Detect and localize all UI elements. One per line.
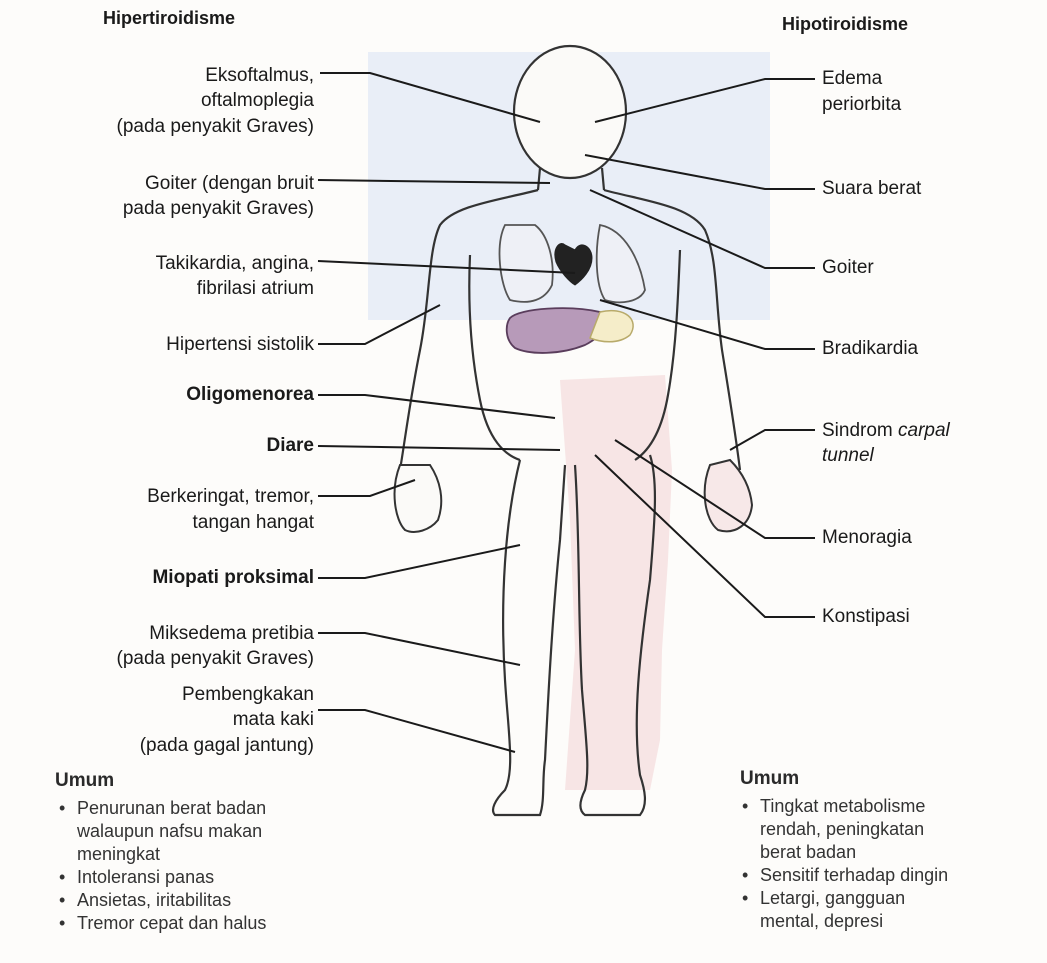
right-hand xyxy=(705,460,752,531)
line-eksoftalmus xyxy=(320,73,540,122)
umum-right-item: mental, depresi xyxy=(738,910,948,933)
umum-right-item: rendah, peningkatan xyxy=(738,818,948,841)
label-bradikardia: Bradikardia xyxy=(822,337,918,361)
label-carpal: carpal xyxy=(898,420,950,441)
umum-left-title: Umum xyxy=(55,770,114,792)
label-graves-1: (pada penyakit Graves) xyxy=(117,115,315,139)
umum-right-item: Letargi, gangguan xyxy=(738,887,948,910)
line-carpal xyxy=(730,430,815,450)
left-lung xyxy=(500,225,553,302)
umum-left-item: meningkat xyxy=(55,843,266,866)
line-edema xyxy=(595,79,815,122)
left-hand xyxy=(395,465,442,532)
label-pembengkakan: Pembengkakan xyxy=(182,683,314,707)
label-graves-2: pada penyakit Graves) xyxy=(123,197,314,221)
label-eksoftalmus: Eksoftalmus, xyxy=(205,64,314,88)
umum-left-item: Intoleransi panas xyxy=(55,866,266,889)
label-periorbita: periorbita xyxy=(822,93,901,117)
label-sindrom: Sindrom carpal xyxy=(822,419,950,443)
label-diare: Diare xyxy=(266,434,314,458)
umum-left-item: walaupun nafsu makan xyxy=(55,820,266,843)
left-leg xyxy=(493,460,565,815)
label-goiter-bruit: Goiter (dengan bruit xyxy=(145,172,314,196)
label-berkeringat: Berkeringat, tremor, xyxy=(147,485,314,509)
header-hipertiroidisme: Hipertiroidisme xyxy=(103,8,235,29)
line-suara xyxy=(585,155,815,189)
label-goiter: Goiter xyxy=(822,256,874,280)
heart xyxy=(555,244,592,285)
line-goiter-bruit xyxy=(318,180,550,183)
label-sindrom-text: Sindrom xyxy=(822,420,893,441)
label-mata-kaki: mata kaki xyxy=(233,708,314,732)
line-diare xyxy=(318,446,560,450)
umum-left-item: Tremor cepat dan halus xyxy=(55,912,266,935)
right-lung xyxy=(597,225,645,302)
label-hipertensi: Hipertensi sistolik xyxy=(166,333,314,357)
label-gagal-jantung: (pada gagal jantung) xyxy=(140,734,314,758)
label-edema: Edema xyxy=(822,67,882,91)
label-oftalmoplegia: oftalmoplegia xyxy=(201,89,314,113)
label-oligomenorea: Oligomenorea xyxy=(186,383,314,407)
label-fibrilasi: fibrilasi atrium xyxy=(197,277,314,301)
umum-right-item: Sensitif terhadap dingin xyxy=(738,864,948,887)
label-tunnel: tunnel xyxy=(822,444,874,468)
line-miopati xyxy=(318,545,520,578)
umum-left-item: Penurunan berat badan xyxy=(55,797,266,820)
line-miksedema xyxy=(318,633,520,665)
label-suara-berat: Suara berat xyxy=(822,177,921,201)
label-tunnel-text: tunnel xyxy=(822,445,874,466)
label-menoragia: Menoragia xyxy=(822,526,912,550)
label-tangan: tangan hangat xyxy=(192,511,314,535)
label-takikardia: Takikardia, angina, xyxy=(156,252,314,276)
line-pembengkakan xyxy=(318,710,515,752)
line-oligomenorea xyxy=(318,395,555,418)
umum-left-list: Penurunan berat badan walaupun nafsu mak… xyxy=(55,797,266,935)
label-konstipasi: Konstipasi xyxy=(822,605,910,629)
label-miksedema: Miksedema pretibia xyxy=(149,622,314,646)
umum-left-item: Ansietas, iritabilitas xyxy=(55,889,266,912)
label-miopati: Miopati proksimal xyxy=(152,566,314,590)
head xyxy=(514,46,626,178)
label-graves-3: (pada penyakit Graves) xyxy=(117,647,315,671)
umum-right-list: Tingkat metabolisme rendah, peningkatan … xyxy=(738,795,948,933)
umum-right-title: Umum xyxy=(740,768,799,790)
header-hipotiroidisme: Hipotiroidisme xyxy=(782,14,908,35)
umum-right-item: Tingkat metabolisme xyxy=(738,795,948,818)
umum-right-item: berat badan xyxy=(738,841,948,864)
